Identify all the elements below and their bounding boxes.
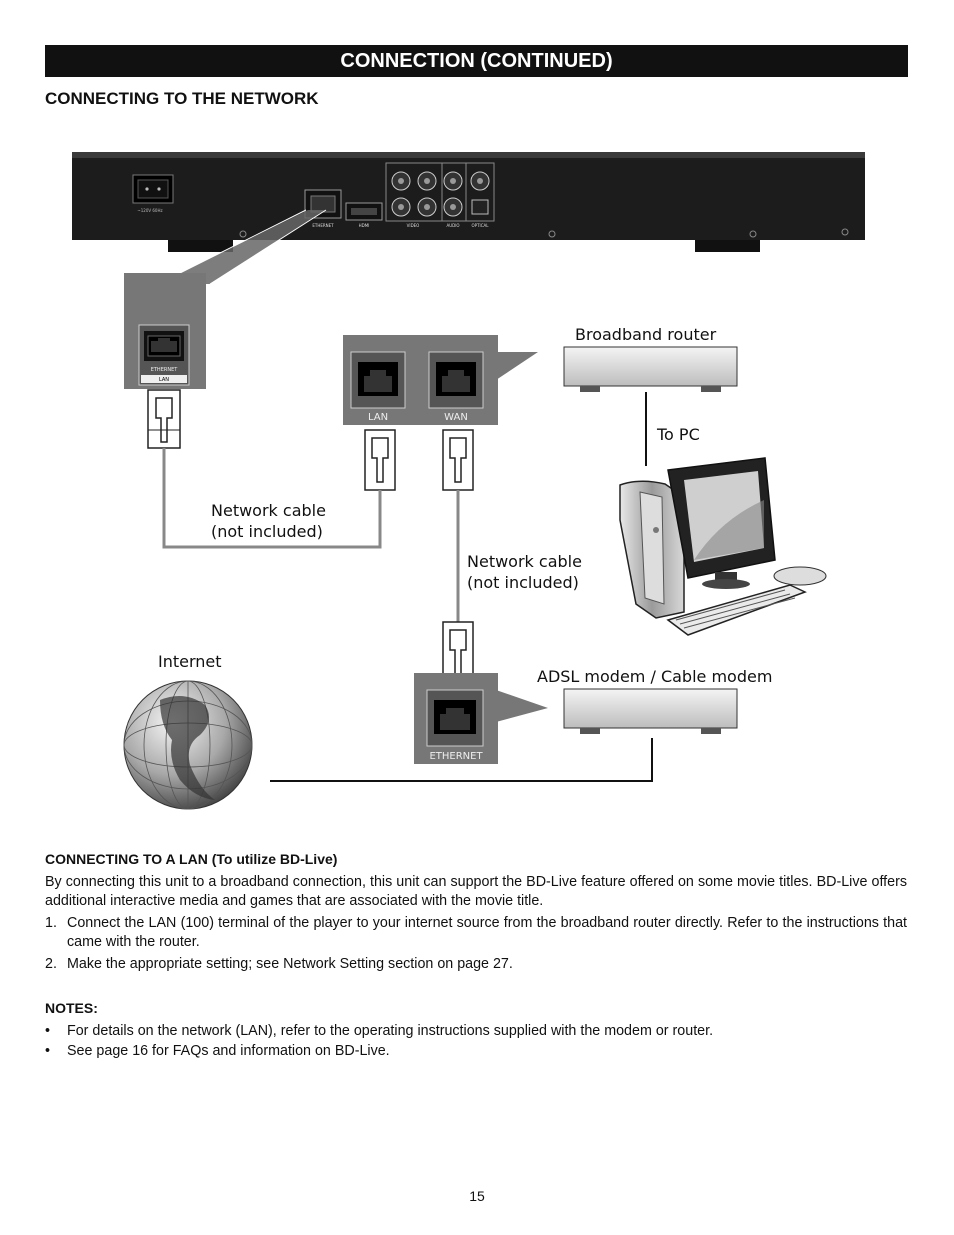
player-zoom-ethernet-icon (151, 338, 177, 352)
step-text: Connect the LAN (100) terminal of the pl… (67, 915, 907, 950)
to-pc-label: To PC (656, 425, 700, 444)
modem-port-label: ETHERNET (429, 751, 483, 762)
player-ethernet-zoom: ETHERNET LAN LAN (124, 273, 206, 389)
step-item: 1. Connect the LAN (100) terminal of the… (45, 914, 907, 952)
network-connection-diagram: ~120V 60Hz ETHERNET HDMI VIDEO (72, 152, 865, 810)
notes-list: • For details on the network (LAN), refe… (45, 1022, 907, 1061)
router-lan-plug-icon (364, 429, 396, 491)
bullet-icon: • (45, 1043, 51, 1059)
player-ethernet-port: ETHERNET (304, 189, 342, 228)
player-video-jacks: VIDEO (385, 162, 443, 228)
player-optical-port: OPTICAL (465, 162, 495, 228)
player-to-router-cable (162, 448, 382, 549)
page-header-title: CONNECTION (CONTINUED) (340, 50, 613, 72)
broadband-router-icon (563, 346, 738, 392)
intro-paragraph: By connecting this unit to a broadband c… (45, 874, 907, 909)
notes-heading: NOTES: (45, 1000, 98, 1016)
modem-icon (563, 688, 738, 734)
player-optical-label: OPTICAL (472, 223, 490, 228)
steps-list: 1. Connect the LAN (100) terminal of the… (45, 914, 907, 974)
network-cable-2-line1: Network cable (467, 552, 582, 571)
player-video-label: VIDEO (407, 223, 420, 228)
note-text: See page 16 for FAQs and information on … (67, 1043, 390, 1059)
step-item: 2. Make the appropriate setting; see Net… (45, 955, 907, 974)
page-number: 15 (469, 1188, 485, 1204)
router-wan-port-icon (428, 351, 484, 409)
modem-cable-plug-icon (442, 621, 474, 683)
router-lan-label: LAN (368, 412, 388, 423)
modem-ethernet-zoom: ETHERNET (414, 673, 548, 764)
internet-label: Internet (158, 652, 222, 671)
body-text: CONNECTING TO A LAN (To utilize BD-Live)… (45, 850, 907, 1062)
globe-icon (123, 680, 253, 810)
router-lan-port-icon (350, 351, 406, 409)
step-text: Make the appropriate setting; see Networ… (67, 956, 513, 972)
network-cable-1-line1: Network cable (211, 501, 326, 520)
player-zoom-sub-label-fg: LAN (159, 377, 169, 383)
player-zoom-port-label: ETHERNET (151, 367, 179, 373)
lan-subheading: CONNECTING TO A LAN (To utilize BD-Live) (45, 851, 338, 867)
player-cable-plug-icon (147, 389, 181, 449)
page-header-bar: CONNECTION (CONTINUED) (45, 45, 908, 77)
router-wan-label: WAN (444, 412, 468, 423)
section-title: CONNECTING TO THE NETWORK (45, 89, 319, 108)
router-ports-zoom: LAN WAN (343, 335, 538, 425)
broadband-router-label: Broadband router (575, 325, 717, 344)
step-number: 2. (45, 956, 57, 972)
player-ethernet-label: ETHERNET (312, 223, 334, 228)
bullet-icon: • (45, 1023, 51, 1039)
computer-icon (619, 457, 827, 636)
router-wan-plug-icon (442, 429, 474, 491)
network-cable-2-line2: (not included) (467, 573, 579, 592)
player-audio-jacks: AUDIO (441, 162, 467, 228)
player-hdmi-port: HDMI (345, 202, 383, 228)
player-audio-label: AUDIO (446, 223, 459, 228)
note-text: For details on the network (LAN), refer … (67, 1023, 714, 1039)
step-number: 1. (45, 915, 57, 931)
note-item: • For details on the network (LAN), refe… (45, 1022, 907, 1041)
network-cable-1-line2: (not included) (211, 522, 323, 541)
modem-to-internet-line (270, 738, 653, 782)
player-hdmi-label: HDMI (359, 223, 370, 228)
modem-label: ADSL modem / Cable modem (537, 667, 772, 686)
note-item: • See page 16 for FAQs and information o… (45, 1042, 907, 1061)
power-label: ~120V 60Hz (137, 208, 162, 213)
modem-ethernet-port-icon (440, 708, 470, 730)
power-inlet-icon (132, 174, 174, 204)
player-rear-panel: ~120V 60Hz ETHERNET HDMI VIDEO (72, 152, 865, 252)
